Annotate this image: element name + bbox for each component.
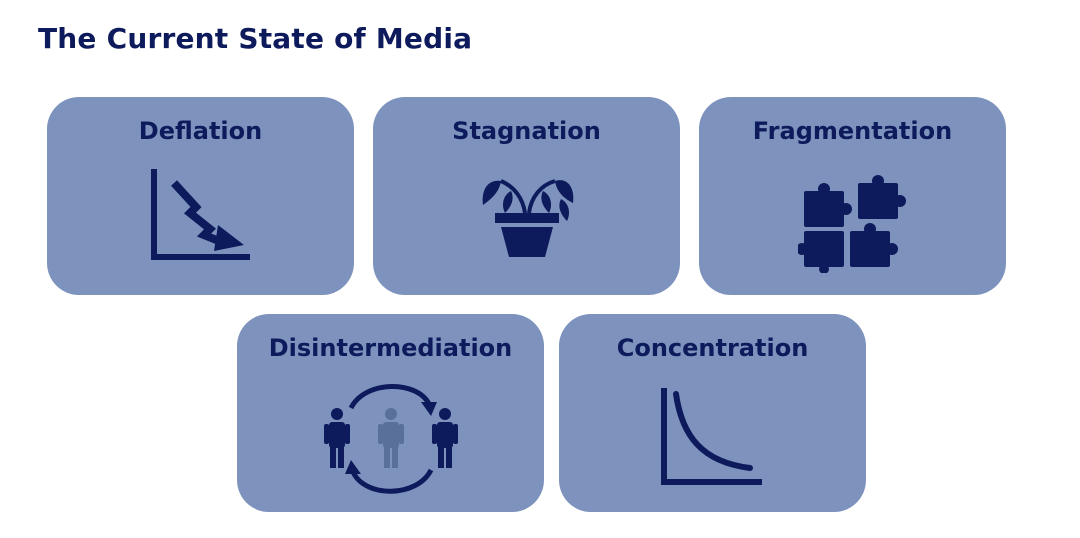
puzzle-pieces-icon	[797, 175, 906, 273]
decay-curve-icon	[660, 388, 762, 485]
declining-chart-icon	[150, 169, 250, 260]
card-title-deflation: Deflation	[138, 117, 263, 145]
people-exchange-icon	[323, 384, 458, 494]
person-left-icon	[323, 408, 350, 468]
card-title-disintermediation: Disintermediation	[268, 334, 513, 362]
card-fragmentation: Fragmentation	[699, 97, 1006, 295]
slide-title: The Current State of Media	[38, 22, 473, 55]
person-right-icon	[431, 408, 458, 468]
card-disintermediation: Disintermediation	[237, 314, 544, 512]
card-stagnation: Stagnation	[373, 97, 680, 295]
card-concentration: Concentration	[559, 314, 866, 512]
card-title-fragmentation: Fragmentation	[752, 117, 953, 145]
person-middle-icon	[377, 408, 404, 468]
card-title-stagnation: Stagnation	[452, 117, 601, 145]
card-deflation: Deflation	[47, 97, 354, 295]
card-title-concentration: Concentration	[616, 334, 809, 362]
wilting-plant-icon	[482, 179, 573, 257]
